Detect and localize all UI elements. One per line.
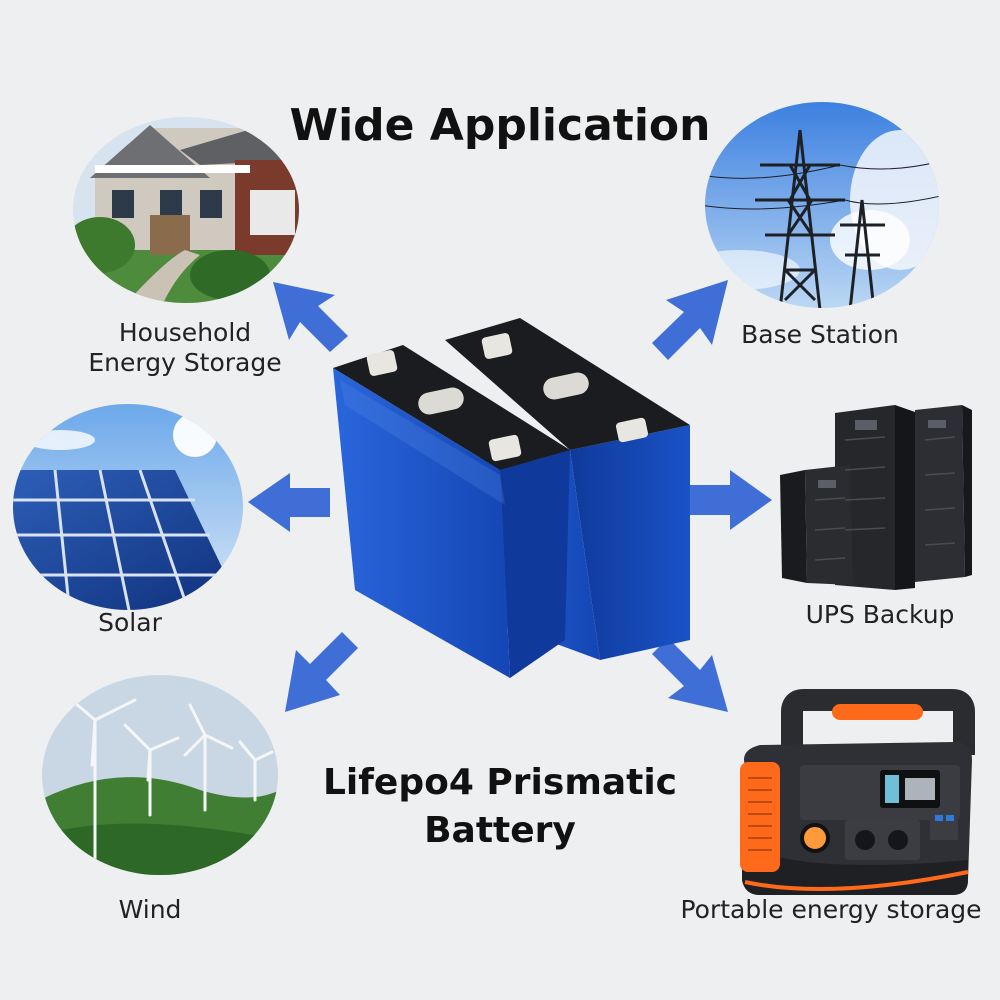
battery-illustration <box>333 318 690 678</box>
solar-photo <box>13 404 243 610</box>
arrow-solar <box>248 473 330 532</box>
arrow-base-station <box>652 280 728 360</box>
solar-label: Solar <box>98 608 162 637</box>
product-name-line1: Lifepo4 Prismatic <box>322 762 678 803</box>
base-station-photo <box>705 102 939 308</box>
arrow-ups <box>688 470 772 530</box>
headline: Wide Application <box>289 100 711 151</box>
portable-photo <box>740 689 975 895</box>
arrow-wind <box>285 632 358 712</box>
ups-photo <box>780 405 972 590</box>
wind-label: Wind <box>118 895 182 924</box>
household-photo <box>73 117 299 303</box>
portable-label: Portable energy storage <box>680 895 982 924</box>
ups-label: UPS Backup <box>805 600 955 629</box>
household-label-line1: Household <box>118 318 252 347</box>
arrow-portable <box>652 638 728 712</box>
arrow-household <box>273 282 348 352</box>
household-label-line2: Energy Storage <box>88 348 282 377</box>
base-station-label: Base Station <box>741 320 899 349</box>
product-name-line2: Battery <box>424 810 576 851</box>
